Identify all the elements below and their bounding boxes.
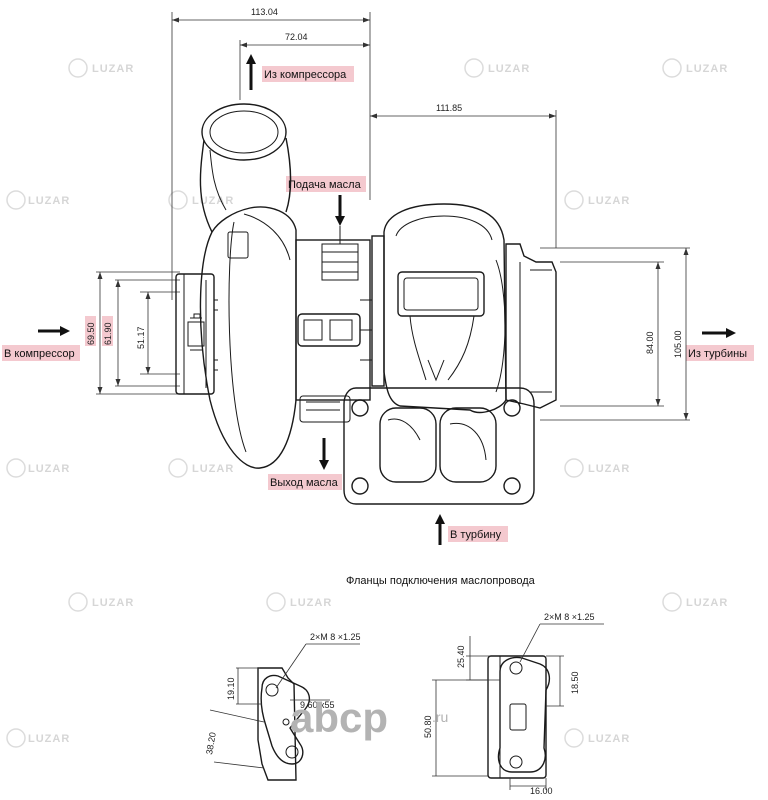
watermark-logo: LUZAR <box>662 592 728 612</box>
dim-51: 51.17 <box>136 326 146 349</box>
watermark-logo: LUZAR <box>6 190 70 210</box>
watermark-logo: LUZAR <box>6 728 70 748</box>
watermark-logo: LUZAR <box>68 58 134 78</box>
dim-69: 69.50 <box>86 322 96 345</box>
thread-left: 2×M 8 ×1.25 <box>310 632 361 642</box>
label-iz-turbiny: Из турбины <box>686 345 754 361</box>
arrow-right-turbine-out <box>702 328 736 338</box>
watermark-text: LUZAR <box>686 63 728 75</box>
watermark-logo: LUZAR <box>564 458 630 478</box>
abcp-logo-tld: .ru <box>432 709 448 725</box>
watermark-logo: LUZAR <box>68 592 134 612</box>
turbine-housing <box>371 203 557 414</box>
abcp-logo-text: abcp <box>290 694 388 741</box>
dim-5080: 50.80 <box>423 715 433 738</box>
flange-section-title: Фланцы подключения маслопровода <box>346 575 536 587</box>
dim-72: 72.04 <box>285 32 308 42</box>
thread-right: 2×M 8 ×1.25 <box>544 612 595 622</box>
label-text: В компрессор <box>4 348 75 360</box>
dim-3820: 38.20 <box>204 731 218 755</box>
label-text: Выход масла <box>270 477 339 489</box>
arrow-up-compressor <box>246 54 256 90</box>
watermark-text: LUZAR <box>588 733 630 745</box>
dim-960: 9.60 x55 <box>300 700 335 710</box>
left-dimensions: 69.50 61.90 51.17 <box>85 271 180 395</box>
watermark-text: LUZAR <box>92 63 134 75</box>
watermark-text: LUZAR <box>588 195 630 207</box>
arrow-down-oil-in <box>335 195 345 226</box>
oil-flange-right: 25.40 50.80 18.50 16.00 2×M 8 ×1.25 <box>423 612 604 796</box>
arrow-down-oil-out <box>319 438 329 470</box>
label-text: Подача масла <box>288 179 362 191</box>
label-podacha-masla: Подача масла <box>286 176 366 192</box>
arrow-right-compressor-in <box>38 326 70 336</box>
turbine-inlet-flange <box>343 387 535 505</box>
watermark-logo: LUZAR <box>168 458 234 478</box>
label-v-kompressor: В компрессор <box>2 345 80 361</box>
watermark-logo: LUZAR <box>564 190 630 210</box>
watermark-text: LUZAR <box>192 463 234 475</box>
dim-105: 105.00 <box>673 330 683 358</box>
watermark-text: LUZAR <box>28 463 70 475</box>
abcp-watermark: abcp .ru <box>290 694 448 741</box>
label-text: В турбину <box>450 529 502 541</box>
watermark-text: LUZAR <box>28 195 70 207</box>
label-v-turbinu: В турбину <box>448 526 508 542</box>
dim-1600: 16.00 <box>530 786 553 796</box>
dim-61: 61.90 <box>103 322 113 345</box>
dim-113: 113.04 <box>251 7 278 17</box>
watermark-text: LUZAR <box>28 733 70 745</box>
watermark-layer: LUZAR LUZAR LUZAR LUZAR LUZAR LUZAR LUZA… <box>6 58 728 748</box>
watermark-text: LUZAR <box>686 597 728 609</box>
watermark-text: LUZAR <box>588 463 630 475</box>
dim-2540: 25.40 <box>456 645 466 668</box>
watermark-logo: LUZAR <box>464 58 530 78</box>
watermark-text: LUZAR <box>92 597 134 609</box>
dim-1850: 18.50 <box>570 671 580 694</box>
compressor-housing <box>175 103 297 469</box>
oil-flange-left: 19.10 38.20 9.60 x55 2×M 8 ×1.25 <box>204 632 361 781</box>
dim-1910: 19.10 <box>226 677 236 700</box>
label-iz-kompressora: Из компрессора <box>262 66 354 82</box>
label-text: Из компрессора <box>264 69 347 81</box>
watermark-logo: LUZAR <box>564 728 630 748</box>
label-text: Из турбины <box>688 348 747 360</box>
dim-111: 111.85 <box>436 103 462 113</box>
top-dimensions: 113.04 72.04 111.85 <box>171 7 557 300</box>
label-vyhod-masla: Выход масла <box>268 474 342 490</box>
arrow-up-turbine-in <box>435 514 445 545</box>
dim-84: 84.00 <box>645 331 655 354</box>
watermark-logo: LUZAR <box>6 458 70 478</box>
watermark-text: LUZAR <box>488 63 530 75</box>
watermark-text: LUZAR <box>192 195 234 207</box>
watermark-logo: LUZAR <box>266 592 332 612</box>
center-bearing-housing <box>295 226 372 423</box>
watermark-text: LUZAR <box>290 597 332 609</box>
right-dimensions: 105.00 84.00 <box>540 247 690 421</box>
watermark-logo: LUZAR <box>662 58 728 78</box>
